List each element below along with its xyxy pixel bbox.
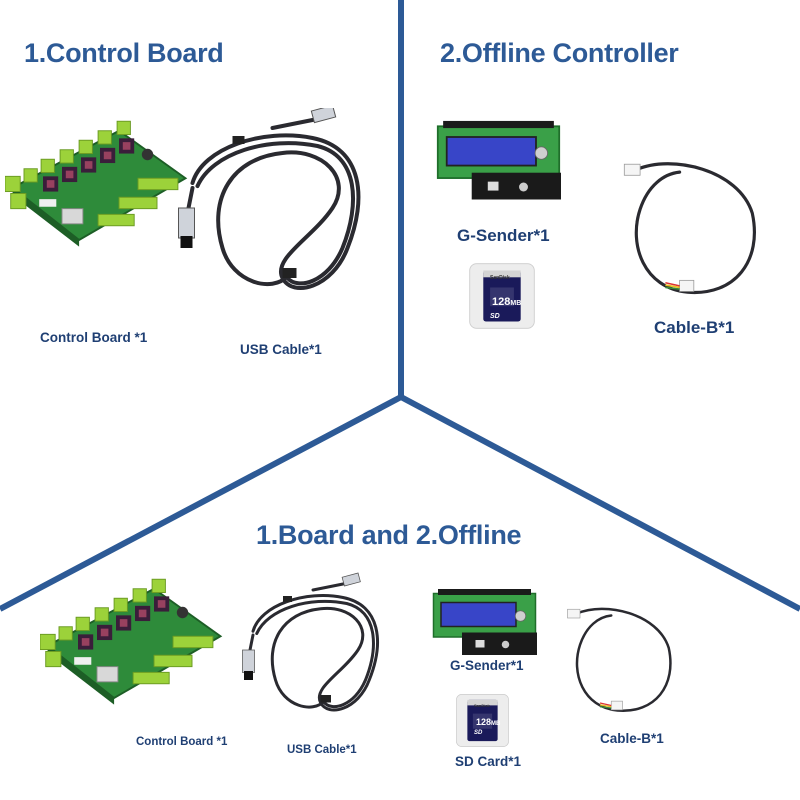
control-board-image-top [5,120,187,248]
cable-b-image-bottom [566,607,672,713]
label-usb-cable-top: USB Cable*1 [240,342,322,357]
g-sender-image-bottom [432,588,537,656]
sd-card-logo-bottom: SD [474,730,483,736]
sd-card-logo-top: SD [490,313,500,320]
divider-left [0,394,403,612]
sd-capacity-number: 128 [492,296,511,308]
label-control-board-bottom: Control Board *1 [136,736,228,748]
label-cable-b-top: Cable-B*1 [654,318,735,337]
sd-card-brand-bottom: SanDisk [474,703,490,708]
sd-capacity-number: 128 [476,717,492,727]
sd-capacity-unit: MB [510,300,522,307]
sd-card-capacity-top: 128MB [492,296,521,308]
label-control-board-top: Control Board *1 [40,330,148,345]
label-g-sender-bottom: G-Sender*1 [450,658,524,673]
label-g-sender-top: G-Sender*1 [457,226,550,245]
sd-card-capacity-bottom: 128MB [476,717,500,727]
label-cable-b-bottom: Cable-B*1 [600,731,664,746]
section-title-board-and-offline: 1.Board and 2.Offline [256,520,522,550]
divider-right [399,394,800,612]
sd-capacity-unit: MB [491,721,501,727]
label-usb-cable-bottom: USB Cable*1 [287,744,357,756]
cable-b-image-top [622,161,757,295]
g-sender-image-top [436,119,561,201]
usb-cable-image-top [179,105,359,288]
sd-card-brand-top: SanDisk [490,275,510,281]
section-title-offline-controller: 2.Offline Controller [440,38,679,68]
section-dividers [0,0,800,612]
usb-cable-image-bottom [240,571,380,712]
label-sd-card-bottom: SD Card*1 [455,754,522,769]
section-title-control-board: 1.Control Board [24,38,224,68]
control-board-image-bottom [40,578,222,706]
